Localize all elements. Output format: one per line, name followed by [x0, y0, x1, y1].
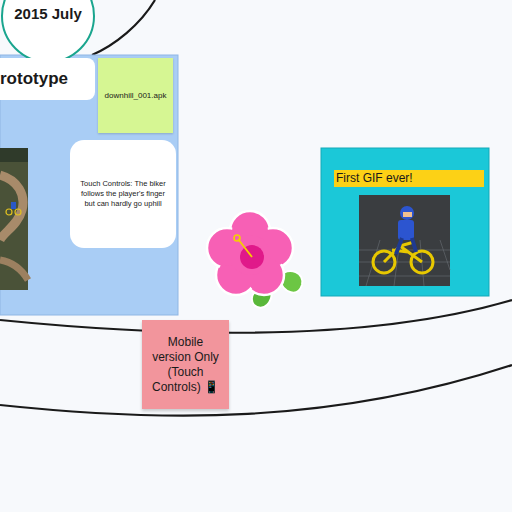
gif-caption: First GIF ever! [334, 170, 484, 187]
panel-ground [0, 55, 178, 315]
sticky-note: Mobile version Only (Touch Controls) 📱 [142, 320, 229, 409]
timeline-curve [0, 365, 512, 416]
timeline-curve [92, 0, 155, 55]
date-circle: 2015 July [1, 0, 95, 63]
date-label: 2015 July [3, 4, 93, 23]
biker-gif [359, 195, 450, 286]
sticky-note: downhill_001.apk [98, 58, 173, 133]
flower-sticker [207, 211, 302, 308]
game-screenshot [0, 148, 28, 290]
note-text: downhill_001.apk [98, 58, 173, 133]
note-card: Touch Controls: The biker follows the pl… [70, 140, 176, 248]
gif-panel: First GIF ever! [321, 148, 489, 296]
gif-panel-ground [321, 148, 489, 296]
note-text: Touch Controls: The biker follows the pl… [70, 140, 176, 248]
note-text: Mobile version Only (Touch Controls) 📱 [142, 320, 229, 409]
panel-heading: rototype [0, 58, 95, 100]
prototype-panel: rototypedownhill_001.apkTouch Controls: … [0, 55, 178, 315]
